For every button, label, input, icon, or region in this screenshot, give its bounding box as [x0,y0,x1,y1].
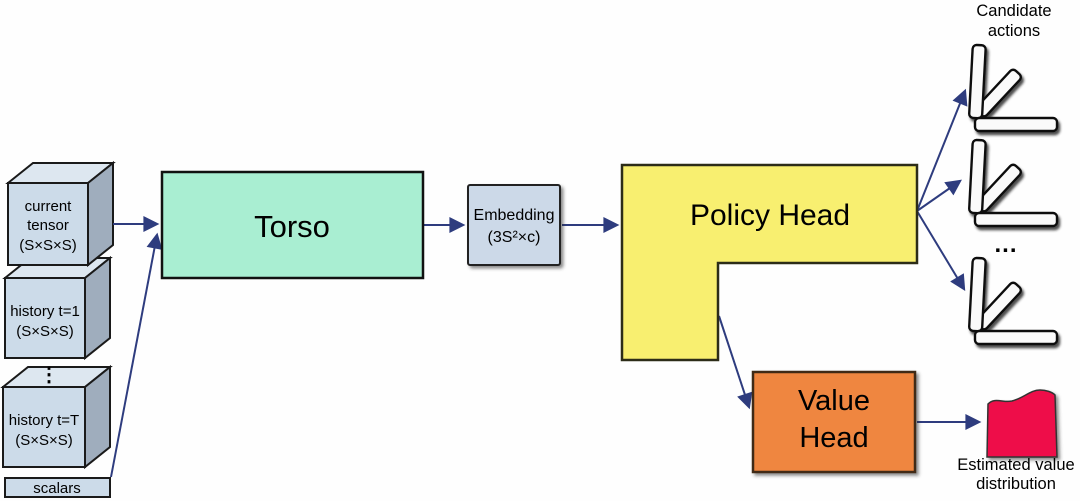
embedding-block: Embedding (3S²×c) [467,184,561,266]
value-head-box [751,370,917,474]
embedding-dims: (3S²×c) [488,229,541,246]
history-first-label: history t=1 [10,303,80,320]
policy-head-block: Policy Head [620,163,919,362]
axis-bar-vertical [968,138,987,215]
policy-head-box [620,163,919,362]
distribution-caption-line2: distribution [976,475,1056,493]
history-first-dims: (S×S×S) [16,323,74,340]
current-tensor-cube: current tensor (S×S×S) [5,160,116,268]
scalars-label: scalars [33,480,81,497]
cube-front-face [2,386,86,468]
arrow-scalars-to-torso [110,232,163,478]
policy-head-label: Policy Head [690,199,850,232]
candidate-actions-title-line1: Candidate [976,2,1051,20]
current-tensor-label-line1: current [25,198,73,215]
current-tensor-dims: (S×S×S) [19,237,77,254]
value-distribution: Estimated value distribution [957,389,1075,493]
embedding-label: Embedding [474,207,555,224]
cube-front-face [4,277,86,359]
torso-label: Torso [254,209,330,244]
scalars-bar: scalars [4,477,111,498]
cube-front-face [7,182,89,266]
action-axes-icon [968,43,1059,133]
torso-box [160,170,425,280]
distribution-shape [986,389,1058,458]
axis-bar-horizontal [973,211,1059,228]
current-tensor-label-line2: tensor [27,217,69,234]
history-last-dims: (S×S×S) [15,432,73,449]
input-stack: history t=T (S×S×S) ⋮ history t=1 (S×S×S… [0,160,116,498]
history-ellipsis: ⋮ [39,364,59,386]
scalars-box [4,477,111,498]
axis-bar-horizontal [973,116,1059,133]
value-head-label-line2: Head [799,422,868,454]
arrow-policy-to-action-3 [916,210,966,292]
history-first-cube: history t=1 (S×S×S) [2,255,113,361]
value-head-label-line1: Value [798,385,870,417]
candidate-actions: Candidate actions ... [968,2,1059,346]
connectors [110,88,982,478]
action-axes-icon [968,256,1059,346]
distribution-caption-line1: Estimated value [957,456,1074,474]
axis-bar-vertical [968,43,987,120]
arrow-policy-to-action-1 [916,88,968,212]
axis-bar-horizontal [973,329,1059,346]
history-last-cube: history t=T (S×S×S) [0,364,113,470]
axis-bar-vertical [968,256,987,333]
value-head-block: Value Head [751,370,917,474]
arrow-policy-to-action-2 [916,179,962,212]
arrow-policy-to-value [718,315,753,410]
embedding-box [467,184,561,266]
candidate-actions-title-line2: actions [988,22,1040,40]
action-axes-icon [968,138,1059,228]
history-last-label: history t=T [9,412,79,429]
candidate-actions-ellipsis: ... [994,231,1017,258]
torso-block: Torso [160,170,425,280]
